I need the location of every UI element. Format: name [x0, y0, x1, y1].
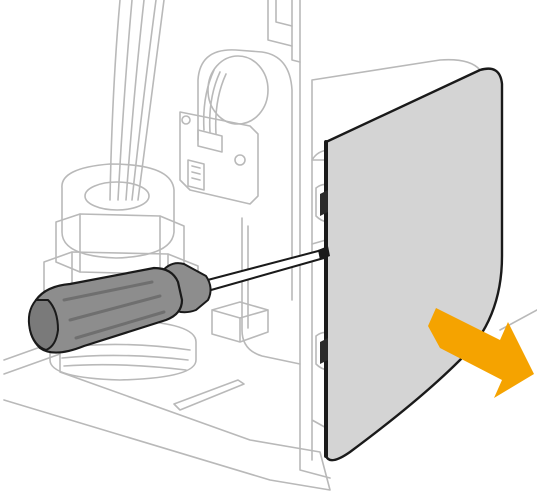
board-connector — [197, 129, 223, 153]
motor-lower — [241, 217, 301, 365]
removal-arrow-shape — [428, 308, 534, 398]
circuit-board — [179, 111, 259, 205]
cover-tab-lower — [320, 338, 328, 364]
cover-panel — [324, 67, 504, 462]
cable-gland-ring — [61, 163, 175, 259]
cable-gland-opening — [84, 181, 150, 211]
housing-top-block — [267, 0, 293, 47]
board-hole-2 — [234, 154, 246, 166]
housing-frame — [299, 0, 331, 479]
base-rail — [173, 379, 245, 411]
standoff-block — [211, 301, 269, 343]
screwdriver-tip — [318, 246, 330, 260]
gland-nut-facets — [71, 213, 169, 309]
removable-cover — [320, 67, 504, 462]
board-hole-1 — [181, 115, 191, 125]
gland-nut-upper — [55, 213, 185, 275]
motor-end-cap — [207, 55, 269, 125]
handle-grip-grooves — [62, 280, 166, 340]
screwdriver-shaft — [199, 249, 325, 293]
back-panel-outline — [311, 58, 481, 461]
wire-bundle — [109, 0, 165, 201]
base-plate — [3, 339, 331, 491]
handle-end-cap — [27, 299, 59, 351]
screwdriver-icon — [27, 246, 330, 354]
cover-tab-upper — [320, 190, 328, 216]
arrow-right-down-icon — [428, 308, 534, 398]
board-chip — [187, 159, 205, 191]
board-wires — [202, 69, 227, 135]
housing-frame-inner — [291, 0, 301, 63]
device-housing — [3, 0, 537, 491]
floor-line — [499, 309, 537, 331]
